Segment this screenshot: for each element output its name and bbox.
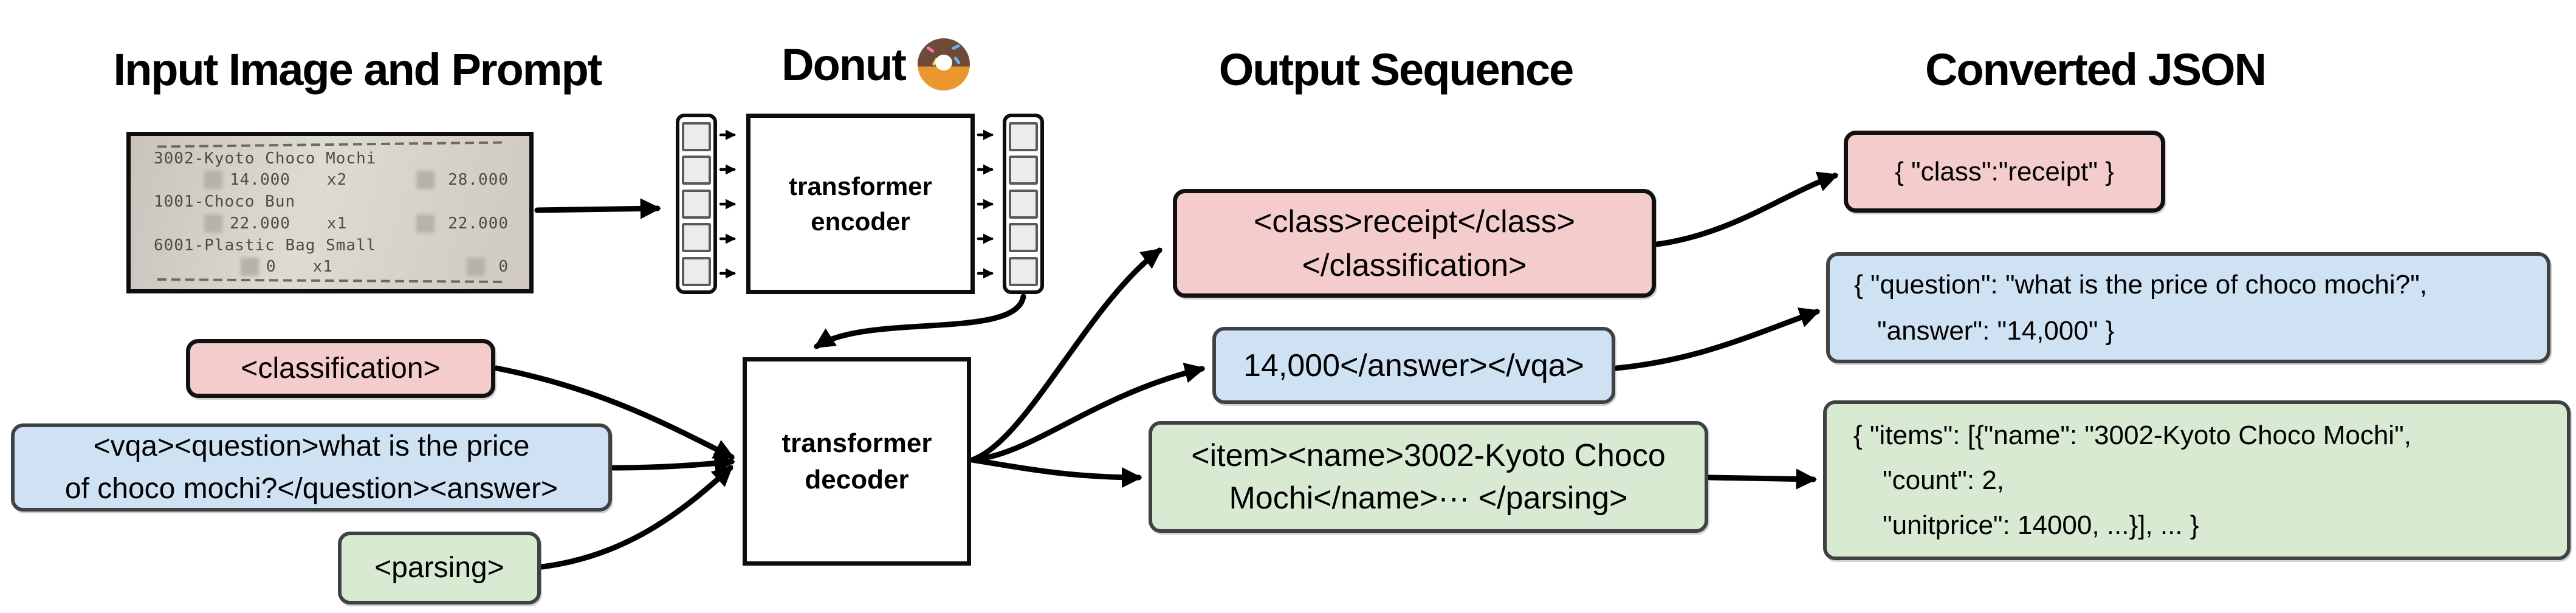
redaction-blur bbox=[204, 214, 222, 233]
prompt-vqa-line2: of choco mochi?</question><answer> bbox=[64, 472, 558, 505]
receipt-item-name: 6001-Plastic Bag Small bbox=[154, 236, 377, 255]
receipt-qty: x2 bbox=[326, 171, 348, 190]
transformer-decoder-box: transformer decoder bbox=[743, 357, 971, 566]
prompt-vqa-line1: <vqa><question>what is the price bbox=[93, 430, 530, 462]
output-classification-line2: </classification> bbox=[1302, 247, 1527, 283]
encoder-label-line1: transformer bbox=[789, 171, 932, 200]
arrow-parsing-output-to-json bbox=[1706, 468, 1817, 490]
output-parsing-box: <item><name>3002-Kyoto Choco Mochi</name… bbox=[1149, 421, 1708, 533]
patch-token bbox=[682, 156, 711, 185]
redaction-blur bbox=[204, 171, 222, 190]
output-classification-box: <class>receipt</class> </classification> bbox=[1173, 189, 1656, 298]
arrow-classification-prompt-to-decoder bbox=[493, 365, 735, 460]
transformer-encoder-box: transformer encoder bbox=[746, 114, 975, 294]
output-classification-line1: <class>receipt</class> bbox=[1254, 204, 1575, 239]
input-receipt-image: 3002-Kyoto Choco Mochi 14.000 x2 28.000 … bbox=[126, 132, 534, 293]
output-vqa-line1: 14,000</answer></vqa> bbox=[1243, 348, 1584, 383]
patch-token bbox=[682, 223, 711, 252]
redaction-blur bbox=[241, 258, 259, 276]
patch-token bbox=[682, 189, 711, 219]
embedding-token bbox=[1009, 223, 1038, 252]
arrow-vqa-output-to-json bbox=[1613, 307, 1821, 371]
json-parsing-line1: { "items": [{"name": "3002-Kyoto Choco M… bbox=[1853, 420, 2411, 450]
receipt-dashed-line bbox=[157, 141, 503, 148]
receipt-item-name: 1001-Choco Bun bbox=[154, 193, 296, 211]
title-donut-label: Donut bbox=[781, 39, 907, 90]
donut-sprinkle bbox=[932, 57, 939, 66]
prompt-parsing-box: <parsing> bbox=[338, 532, 541, 604]
receipt-total: 22.000 bbox=[448, 214, 509, 233]
encoder-input-patch-column bbox=[676, 114, 717, 294]
redaction-blur bbox=[416, 214, 435, 233]
arrow-classification-output-to-json bbox=[1654, 171, 1839, 247]
receipt-item-values: 22.000 x1 22.000 bbox=[146, 214, 513, 233]
encoder-input-arrows bbox=[719, 129, 736, 279]
json-vqa-line2: "answer": "14,000" } bbox=[1877, 315, 2115, 346]
receipt-qty: x1 bbox=[312, 258, 333, 276]
json-vqa-line1: { "question": "what is the price of choc… bbox=[1854, 269, 2427, 300]
prompt-classification-text: <classification> bbox=[241, 352, 441, 385]
receipt-unit-price: 14.000 bbox=[230, 171, 290, 190]
redaction-blur bbox=[467, 258, 486, 276]
receipt-total: 0 bbox=[498, 258, 509, 276]
encoder-output-arrows bbox=[977, 129, 994, 279]
donut-sprinkle bbox=[926, 46, 935, 53]
arrow-decoder-to-classification-output bbox=[969, 247, 1163, 463]
prompt-classification-box: <classification> bbox=[186, 339, 495, 398]
embedding-token bbox=[1009, 156, 1038, 185]
json-classification-box: { "class":"receipt" } bbox=[1844, 131, 2165, 213]
encoder-label-line2: encoder bbox=[811, 207, 910, 236]
receipt-total: 28.000 bbox=[448, 171, 509, 190]
donut-sprinkle bbox=[953, 56, 961, 65]
receipt-item-values: 0 x1 0 bbox=[146, 258, 513, 276]
arrow-decoder-to-parsing-output bbox=[969, 457, 1142, 488]
decoder-label-line2: decoder bbox=[805, 464, 909, 495]
prompt-vqa-box: <vqa><question>what is the price of choc… bbox=[11, 423, 612, 512]
encoder-output-embedding-column bbox=[1003, 114, 1044, 294]
json-parsing-line3: "unitprice": 14000, ...}], ... } bbox=[1883, 510, 2199, 540]
receipt-item-values: 14.000 x2 28.000 bbox=[146, 171, 513, 190]
arrow-vqa-prompt-to-decoder bbox=[610, 453, 735, 474]
donut-sprinkle bbox=[951, 44, 961, 50]
title-donut: Donut bbox=[718, 35, 1034, 94]
json-parsing-line2: "count": 2, bbox=[1883, 465, 2005, 495]
json-parsing-box: { "items": [{"name": "3002-Kyoto Choco M… bbox=[1823, 400, 2571, 560]
receipt-item-name: 3002-Kyoto Choco Mochi bbox=[154, 149, 377, 168]
donut-icon bbox=[917, 38, 970, 91]
patch-token bbox=[682, 122, 711, 151]
embedding-token bbox=[1009, 122, 1038, 151]
receipt-unit-price: 22.000 bbox=[230, 214, 290, 233]
arrow-image-to-encoder bbox=[534, 198, 661, 219]
arrow-parsing-prompt-to-decoder bbox=[539, 465, 733, 570]
arrow-encoder-to-decoder bbox=[813, 293, 1026, 349]
redaction-blur bbox=[416, 171, 435, 190]
title-input-image-and-prompt: Input Image and Prompt bbox=[113, 44, 603, 95]
json-vqa-box: { "question": "what is the price of choc… bbox=[1826, 252, 2550, 363]
title-converted-json: Converted JSON bbox=[1925, 44, 2267, 95]
receipt-unit-price: 0 bbox=[266, 258, 276, 276]
embedding-token bbox=[1009, 256, 1038, 286]
output-parsing-line1: <item><name>3002-Kyoto Choco bbox=[1191, 438, 1666, 473]
title-output-sequence: Output Sequence bbox=[1218, 44, 1575, 95]
json-classification-line1: { "class":"receipt" } bbox=[1895, 156, 2114, 187]
output-parsing-line2: Mochi</name>··· </parsing> bbox=[1229, 481, 1628, 516]
receipt-dashed-line bbox=[157, 278, 503, 284]
arrow-decoder-to-vqa-output bbox=[969, 363, 1206, 463]
output-vqa-box: 14,000</answer></vqa> bbox=[1212, 327, 1615, 404]
patch-token bbox=[682, 256, 711, 286]
embedding-token bbox=[1009, 189, 1038, 219]
receipt-qty: x1 bbox=[326, 214, 348, 233]
decoder-label-line1: transformer bbox=[781, 428, 932, 458]
prompt-parsing-text: <parsing> bbox=[374, 552, 504, 584]
